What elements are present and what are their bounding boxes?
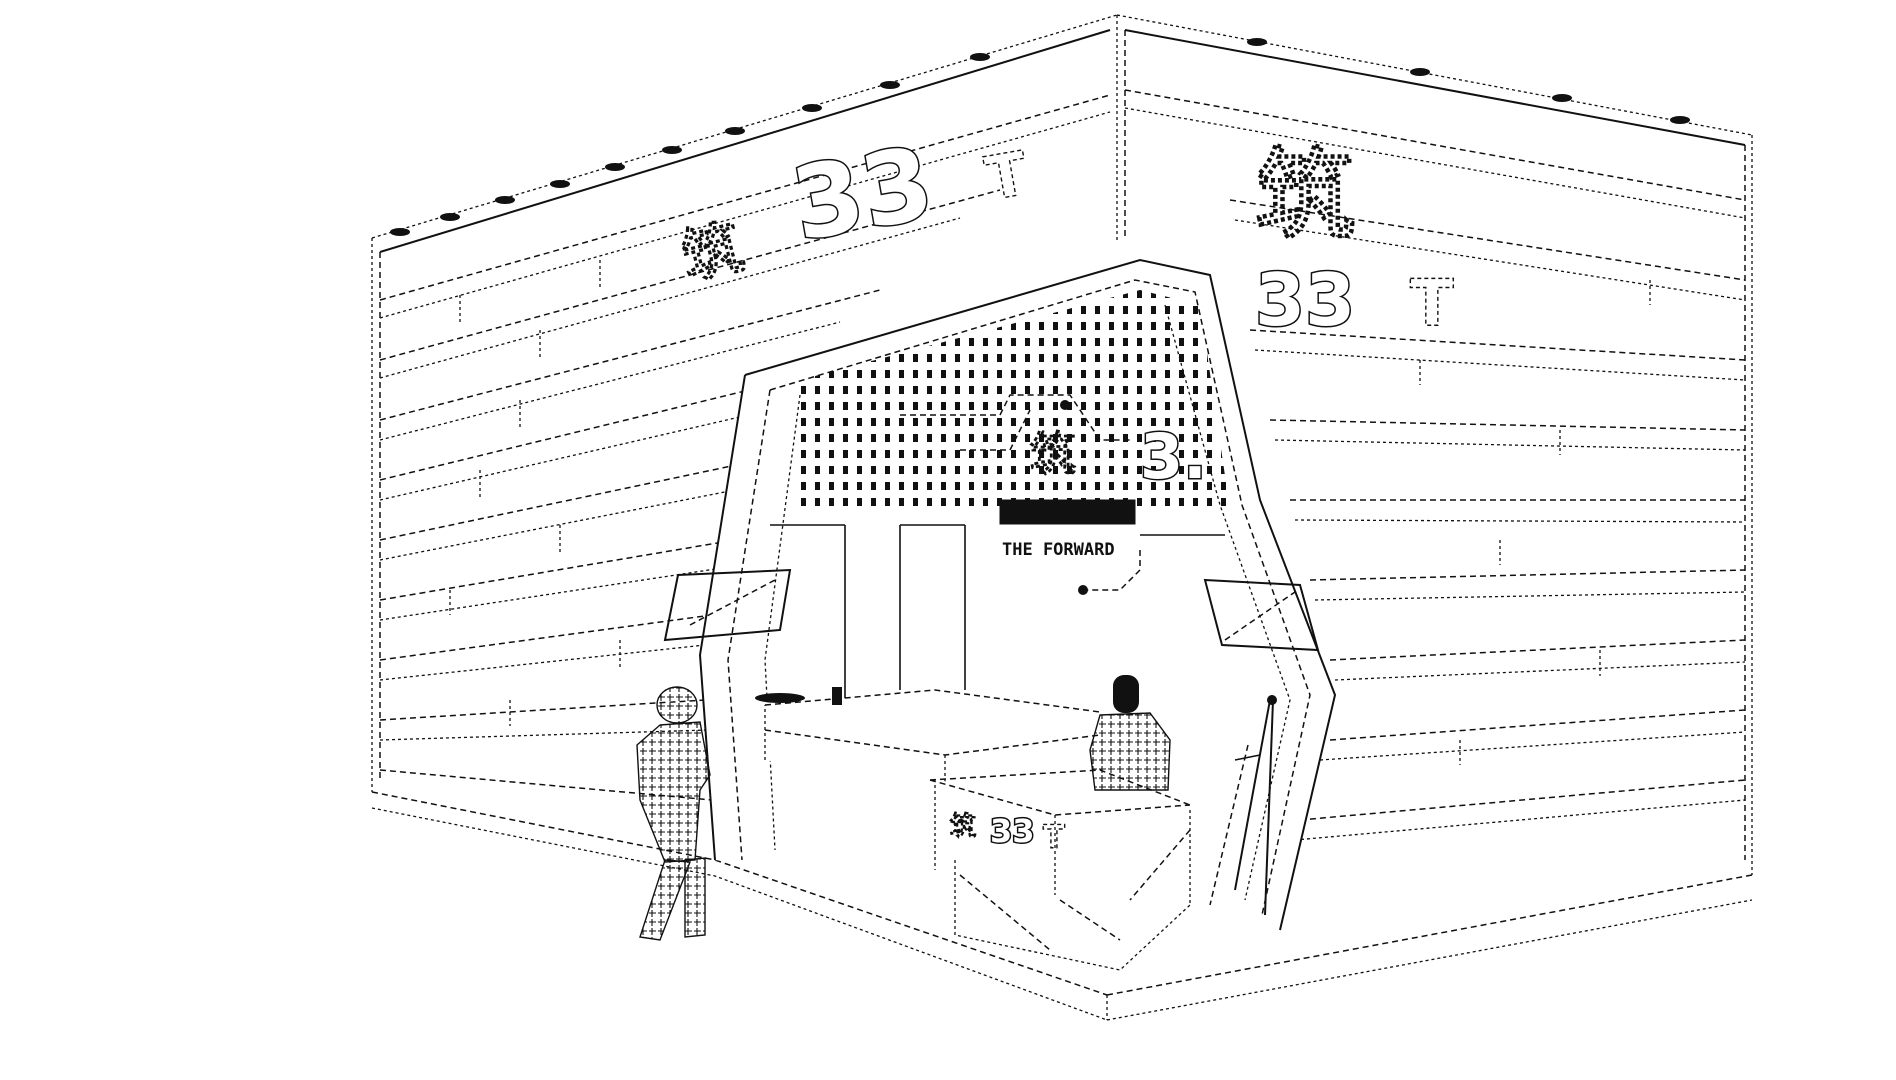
staff-body [1089, 712, 1171, 791]
desk-logo-glyphs: 筑 [950, 811, 976, 842]
back-wall-tagline: THE FORWARD [1002, 540, 1115, 560]
left-wall-screen [663, 568, 792, 642]
desk-logo-number: 33 [990, 812, 1035, 850]
back-wall-logo: 筑 3. [1029, 419, 1208, 495]
roof-lights-right [1247, 38, 1690, 124]
staff-head [1113, 675, 1139, 713]
right-wall-logo: 筑 33 T [1254, 136, 1455, 343]
visitor-figure [636, 686, 711, 941]
right-logo-number: 33 [1255, 258, 1355, 342]
right-logo-suffix: T [1410, 267, 1454, 341]
back-counter [755, 687, 1101, 790]
roof-lights-left [390, 53, 990, 236]
back-wall-logo-glyphs: 筑 [1030, 427, 1076, 481]
right-wall [1107, 14, 1753, 995]
left-wall-logo: 筑 33 T [674, 123, 1034, 296]
visitor-head [656, 686, 698, 724]
left-logo-number: 33 [784, 124, 941, 263]
back-wall-dark-panel [999, 499, 1136, 525]
back-wall-logo-number: 3. [1140, 420, 1207, 493]
right-wall-planks [1124, 89, 1746, 841]
booth-base [371, 791, 1753, 1021]
desk-logo-suffix: T [1043, 818, 1065, 856]
staff-figure [1089, 675, 1171, 791]
right-logo-glyphs: 筑 [1255, 137, 1355, 254]
reception-desk: 筑 33 T [929, 769, 1191, 971]
reception-desk-logo: 筑 33 T [949, 810, 1065, 856]
display-easel [1209, 695, 1277, 916]
visitor-right-leg [684, 857, 706, 938]
left-wall-planks [379, 94, 1111, 801]
right-wall-screen [1203, 578, 1320, 652]
visitor-left-leg [639, 859, 691, 941]
